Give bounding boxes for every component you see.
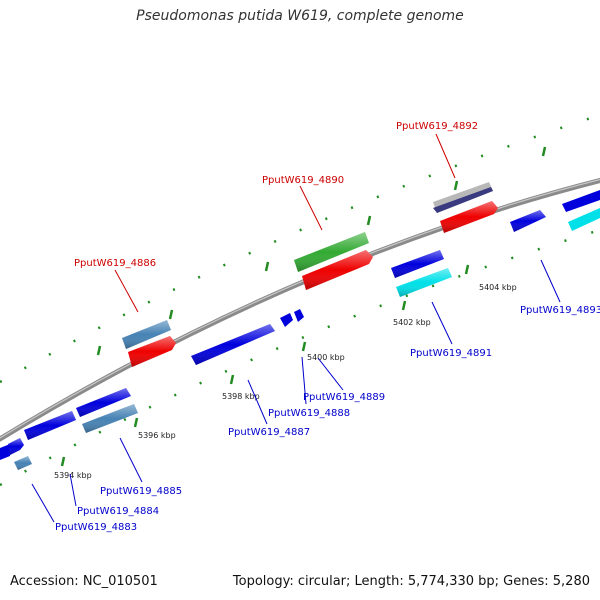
gene-label-4890[interactable]: PputW619_4890 (262, 175, 344, 186)
gene-4893[interactable] (510, 190, 600, 232)
gene-4885[interactable] (76, 388, 138, 433)
callout-4883 (31, 483, 55, 523)
gene-4892[interactable] (433, 182, 498, 233)
upper-tick (264, 261, 270, 272)
gene-label-4884[interactable]: PputW619_4884 (77, 506, 159, 517)
upper-tick (96, 345, 102, 356)
genome-backbone (0, 177, 600, 442)
callout-4888 (301, 356, 307, 405)
tick-5398 (229, 374, 235, 385)
accession-text: Accession: NC_010501 (10, 574, 158, 589)
tick-5400 (301, 341, 307, 352)
tick-label: 5398 kbp (222, 392, 260, 401)
genome-backbone-highlight (0, 178, 600, 439)
upper-tick (453, 180, 459, 191)
upper-tick (168, 309, 174, 320)
tick-label: 5396 kbp (138, 431, 176, 440)
gene-4883[interactable] (0, 444, 32, 470)
callout-4884 (69, 473, 77, 507)
gene-label-4889[interactable]: PputW619_4889 (303, 392, 385, 403)
gene-label-4891[interactable]: PputW619_4891 (410, 348, 492, 359)
tick-label: 5394 kbp (54, 471, 92, 480)
gene-label-4887[interactable]: PputW619_4887 (228, 427, 310, 438)
tick-label: 5404 kbp (479, 283, 517, 292)
tick-5404 (464, 264, 470, 275)
gene-label-4883[interactable]: PputW619_4883 (55, 522, 137, 533)
upper-scale-track (0, 113, 600, 384)
upper-tick (541, 146, 547, 157)
callout-4892 (435, 133, 456, 179)
callout-4893 (540, 259, 561, 303)
callout-4891 (431, 301, 453, 345)
gene-label-4886[interactable]: PputW619_4886 (74, 258, 156, 269)
map-title: Pseudomonas putida W619, complete genome (136, 8, 464, 24)
gene-label-4885[interactable]: PputW619_4885 (100, 486, 182, 497)
gene-label-4892[interactable]: PputW619_4892 (396, 121, 478, 132)
gene-4884[interactable] (8, 411, 76, 455)
tick-5394 (60, 456, 66, 467)
gene-4887[interactable] (191, 324, 275, 365)
gene-label-4888[interactable]: PputW619_4888 (268, 408, 350, 419)
gene-4888[interactable] (280, 313, 293, 327)
callout-4887 (247, 379, 268, 425)
callout-4886 (114, 269, 139, 313)
callout-4889 (317, 357, 344, 391)
tick-label: 5402 kbp (393, 318, 431, 327)
gene-4890[interactable] (294, 232, 373, 290)
gene-4891[interactable] (391, 250, 452, 297)
upper-tick (366, 215, 372, 226)
callout-4885 (119, 437, 143, 483)
genome-summary-text: Topology: circular; Length: 5,774,330 bp… (232, 574, 590, 589)
tick-label: 5400 kbp (307, 353, 345, 362)
tick-5402 (401, 300, 407, 311)
callout-4890 (299, 185, 323, 231)
gene-4886[interactable] (122, 320, 176, 367)
gene-label-4893[interactable]: PputW619_4893 (520, 305, 600, 316)
gene-4889[interactable] (294, 309, 304, 322)
tick-5396 (133, 417, 139, 428)
